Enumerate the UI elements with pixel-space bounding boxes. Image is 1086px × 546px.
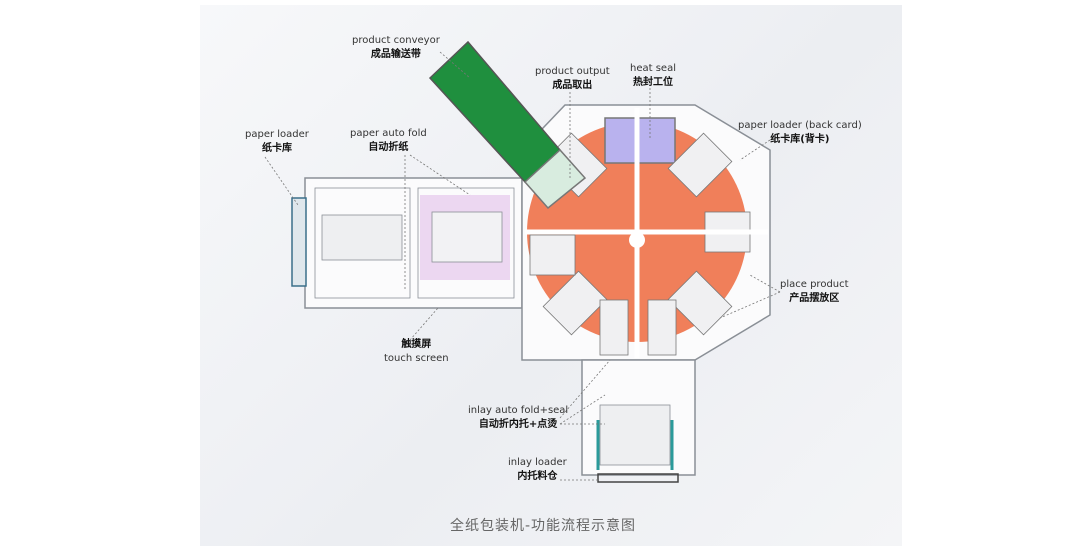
label-en: paper loader bbox=[245, 129, 309, 140]
label-zh: 产品摆放区 bbox=[789, 293, 840, 304]
label-en: touch screen bbox=[384, 353, 449, 364]
label-inlay-auto-fold-seal: inlay auto fold+seal 自动折内托+点烫 bbox=[468, 404, 568, 432]
label-paper-auto-fold: paper auto fold 自动折纸 bbox=[350, 127, 427, 155]
label-touch-screen: 触摸屏 touch screen bbox=[384, 338, 449, 366]
label-zh: 内托料仓 bbox=[517, 471, 558, 482]
label-zh: 自动折内托+点烫 bbox=[478, 419, 558, 430]
label-zh: 成品输送带 bbox=[370, 49, 421, 60]
label-en: heat seal bbox=[630, 63, 676, 74]
heat-seal-station bbox=[604, 117, 676, 164]
label-zh: 纸卡库(背卡) bbox=[770, 134, 830, 145]
label-en: inlay loader bbox=[508, 457, 567, 468]
label-en: inlay auto fold+seal bbox=[468, 405, 569, 416]
label-zh: 自动折纸 bbox=[368, 142, 409, 153]
label-paper-loader-back-card: paper loader (back card) 纸卡库(背卡) bbox=[738, 119, 862, 147]
label-zh: 热封工位 bbox=[633, 77, 673, 88]
diagram-caption: 全纸包装机-功能流程示意图 bbox=[449, 518, 637, 534]
label-inlay-loader: inlay loader 内托料仓 bbox=[508, 456, 567, 484]
label-paper-loader: paper loader 纸卡库 bbox=[245, 128, 309, 156]
label-product-conveyor: product conveyor 成品输送带 bbox=[352, 34, 440, 62]
label-place-product: place product 产品摆放区 bbox=[780, 278, 849, 306]
label-product-output: product output 成品取出 bbox=[535, 65, 610, 93]
label-en: paper loader (back card) bbox=[738, 120, 862, 131]
label-en: place product bbox=[780, 279, 849, 290]
label-en: product conveyor bbox=[352, 35, 440, 46]
label-en: paper auto fold bbox=[350, 128, 427, 139]
label-zh: 触摸屏 bbox=[401, 339, 432, 350]
product-conveyor-belt bbox=[428, 40, 562, 184]
label-zh: 纸卡库 bbox=[261, 143, 292, 154]
label-heat-seal: heat seal 热封工位 bbox=[630, 62, 676, 90]
label-en: product output bbox=[535, 66, 610, 77]
leader-lines bbox=[264, 51, 781, 481]
label-zh: 成品取出 bbox=[552, 80, 593, 91]
paper-loader-stack bbox=[291, 197, 307, 287]
